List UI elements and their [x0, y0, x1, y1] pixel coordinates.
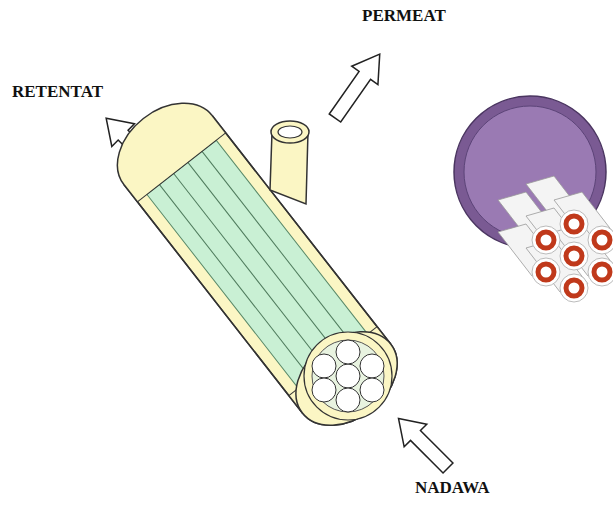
membrane-ring	[594, 232, 610, 248]
tube-ends	[304, 332, 392, 420]
flow-label: PERMEAT	[362, 6, 446, 26]
tube-end	[560, 274, 588, 302]
feed-arrow	[387, 407, 459, 479]
tube-end	[588, 226, 613, 254]
module-housing	[99, 84, 415, 445]
permeat-arrow	[322, 45, 393, 127]
flow-label: RETENTAT	[12, 82, 103, 102]
membrane-ring	[566, 216, 582, 232]
tube-end	[532, 226, 560, 254]
flow-label: NADAWA	[415, 478, 490, 498]
tube-end	[560, 210, 588, 238]
tube-end	[588, 258, 613, 286]
permeate-pipe	[270, 121, 309, 204]
cross-section	[454, 96, 613, 302]
membrane-ring	[538, 232, 554, 248]
membrane-ring	[566, 248, 582, 264]
membrane-ring	[566, 280, 582, 296]
tube-end	[532, 258, 560, 286]
membrane-ring	[538, 264, 554, 280]
tube-end	[560, 242, 588, 270]
membrane-ring	[594, 264, 610, 280]
